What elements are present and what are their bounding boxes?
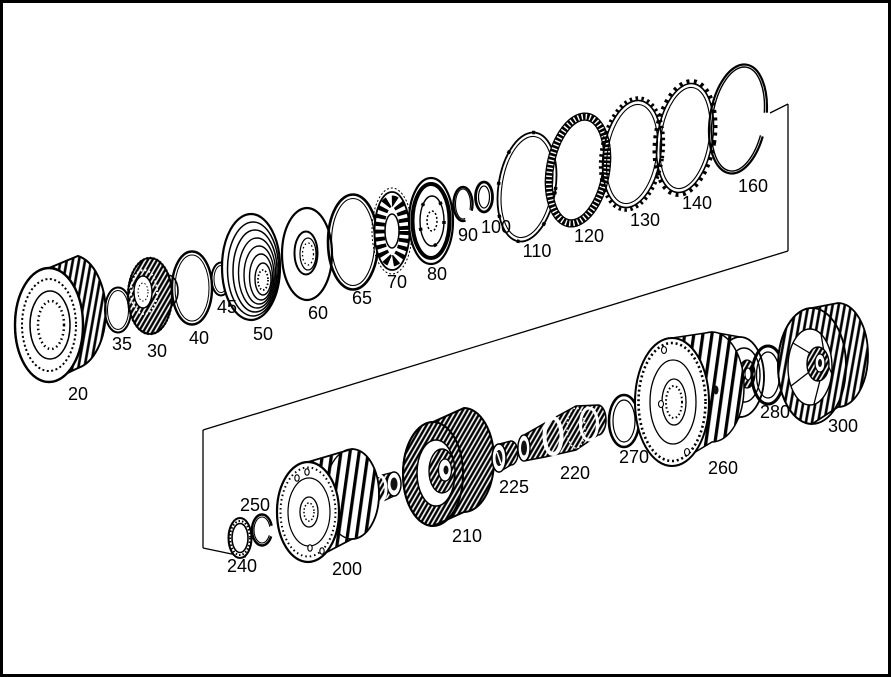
- part-label-220: 220: [560, 463, 590, 483]
- part-100-ring: [474, 180, 494, 214]
- part-250-snap-ring: [250, 513, 274, 547]
- part-label-90: 90: [458, 225, 478, 245]
- part-label-240: 240: [227, 556, 257, 576]
- part-label-160: 160: [738, 176, 768, 196]
- part-110-steel-disc: [495, 130, 559, 244]
- part-label-280: 280: [760, 402, 790, 422]
- part-label-65: 65: [352, 288, 372, 308]
- part-label-20: 20: [68, 384, 88, 404]
- part-240-washer: [227, 517, 253, 559]
- part-label-250: 250: [240, 495, 270, 515]
- part-30-one-way-clutch: [126, 256, 179, 336]
- part-label-210: 210: [452, 526, 482, 546]
- part-label-140: 140: [682, 193, 712, 213]
- part-label-80: 80: [427, 264, 447, 284]
- part-210-gear: [402, 406, 495, 528]
- part-label-70: 70: [387, 272, 407, 292]
- frame-top-right-tick: [769, 103, 789, 114]
- part-220-splined-shaft: [517, 404, 607, 462]
- part-label-50: 50: [253, 324, 273, 344]
- part-label-120: 120: [574, 226, 604, 246]
- part-label-110: 110: [523, 241, 552, 261]
- part-label-100: 100: [481, 217, 511, 237]
- frame-diagonal-line: [202, 250, 789, 431]
- part-80-bearing-disc: [407, 176, 455, 266]
- part-label-130: 130: [630, 210, 660, 230]
- section-plane-frame: [202, 103, 789, 558]
- part-200-clutch-drum: [275, 448, 402, 564]
- part-label-60: 60: [308, 303, 328, 323]
- part-label-200: 200: [332, 559, 362, 579]
- part-20-clutch-drum: [13, 254, 107, 384]
- part-label-30: 30: [147, 341, 167, 361]
- part-label-40: 40: [189, 328, 209, 348]
- part-120-friction-disc: [544, 112, 612, 228]
- part-260-planet-carrier: [634, 331, 765, 467]
- part-50-piston: [220, 212, 282, 322]
- part-label-45: 45: [217, 297, 237, 317]
- part-225-bushing: [491, 440, 519, 473]
- part-labels: 20 35 30 40 45 50 60 65 70 80 90 100 110…: [68, 176, 858, 579]
- part-label-270: 270: [619, 447, 649, 467]
- part-60-disc: [280, 206, 334, 302]
- part-160-snap-ring: [707, 63, 769, 175]
- part-300-gear-wheel: [777, 302, 869, 425]
- part-label-35: 35: [112, 334, 132, 354]
- part-label-300: 300: [828, 416, 858, 436]
- part-90-snap-ring: [452, 185, 474, 223]
- part-label-225: 225: [499, 477, 529, 497]
- part-label-260: 260: [708, 458, 738, 478]
